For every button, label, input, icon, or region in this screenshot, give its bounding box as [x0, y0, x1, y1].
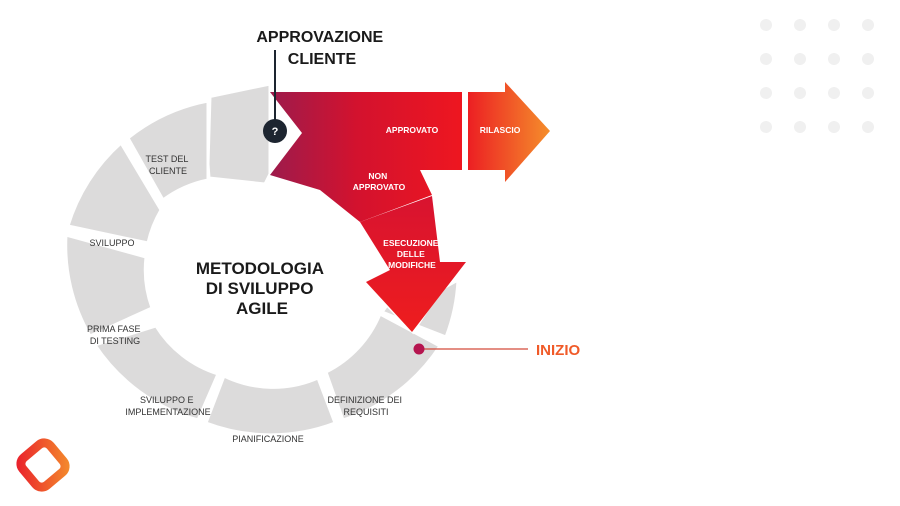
label-prima-fase-testing: PRIMA FASE DI TESTING — [87, 324, 143, 346]
approval-title: APPROVAZIONE CLIENTE — [256, 29, 387, 68]
brand-logo-icon — [16, 438, 70, 492]
decorative-dot-grid — [760, 19, 874, 133]
segment-definizione-requisiti — [324, 311, 443, 422]
label-non-approvato: NON APPROVATO — [353, 171, 406, 192]
label-sviluppo: SVILUPPO — [89, 238, 134, 248]
question-mark: ? — [272, 126, 279, 138]
start-dot — [413, 343, 425, 355]
segment-pianificazione — [204, 373, 337, 437]
segment-sviluppo — [66, 140, 163, 245]
question-icon — [263, 119, 287, 143]
start-label: INIZIO — [536, 342, 580, 359]
label-esecuzione-modifiche: ESECUZIONE DELLE MODIFICHE — [383, 238, 441, 270]
arrow-down-shape — [360, 196, 466, 332]
segment-approvazione-cliente — [206, 82, 272, 186]
ring-segments — [64, 82, 460, 437]
label-pianificazione: PIANIFICAZIONE — [232, 434, 304, 444]
segment-sviluppo-implementazione — [92, 324, 221, 422]
segment-prima-fase-testing — [64, 233, 154, 338]
label-rilascio: RILASCIO — [480, 125, 521, 135]
segment-test-cliente — [126, 99, 210, 203]
approval-arrows — [270, 82, 550, 332]
label-approvato: APPROVATO — [386, 125, 439, 135]
arrow-rilascio-shape — [468, 82, 550, 182]
label-definizione-requisiti: DEFINIZIONE DEI REQUISITI — [327, 395, 404, 417]
arrow-approvato-shape — [270, 92, 462, 222]
center-title: METODOLOGIA DI SVILUPPO AGILE — [196, 259, 328, 318]
segment-labels: TEST DEL CLIENTE SVILUPPO PRIMA FASE DI … — [87, 154, 404, 444]
label-sviluppo-implementazione: SVILUPPO E IMPLEMENTAZIONE — [125, 395, 210, 417]
label-test-cliente: TEST DEL CLIENTE — [145, 154, 190, 176]
